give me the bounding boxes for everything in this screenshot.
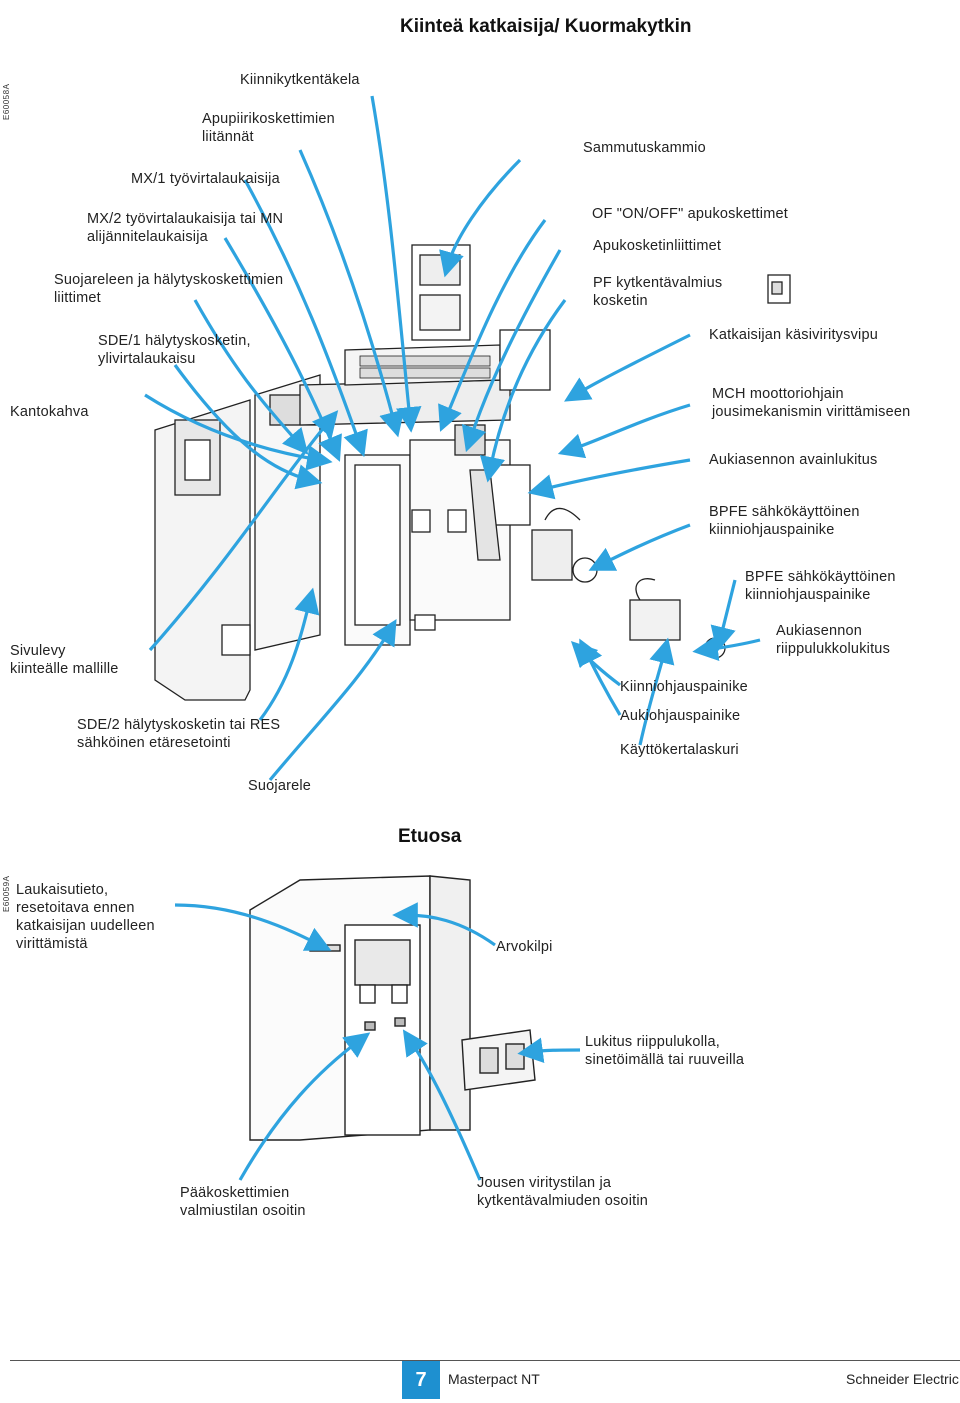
label-kantokahva: Kantokahva	[10, 404, 89, 420]
label-suojarele: Suojarele	[248, 778, 312, 794]
label-sde2: SDE/2 hälytyskosketin tai RES sähköinen …	[77, 717, 281, 751]
section-title-front: Etuosa	[398, 826, 462, 847]
label-sivulevy: Sivulevy kiinteälle mallille	[10, 643, 119, 677]
label-apupiirikoskettimien-liitannat: Apupiirikoskettimien liitännät	[202, 111, 335, 145]
label-jousen-viritystila: Jousen viritystilan ja kytkentävalmiuden…	[477, 1175, 649, 1209]
label-kayttokertalaskuri: Käyttökertalaskuri	[620, 742, 739, 758]
label-sammutuskammio: Sammutuskammio	[583, 140, 706, 156]
callout-arrows-bottom	[174, 902, 581, 1181]
label-kiinniohjauspainike: Kiinniohjauspainike	[620, 679, 748, 695]
label-mch-moottoriohjain: MCH moottoriohjain jousimekanismin virit…	[712, 386, 911, 420]
label-sde1: SDE/1 hälytyskosketin, ylivirtalaukaisu	[98, 333, 251, 367]
label-mx1: MX/1 työvirtalaukaisija	[131, 171, 280, 187]
breaker-body-top	[154, 244, 791, 701]
label-riippulukkolukitus: Aukiasennon riippulukkolukitus	[776, 623, 891, 657]
label-kasiviritysvipu: Katkaisijan käsiviritysvipu	[709, 327, 878, 343]
label-bpfe-1: BPFE sähkökäyttöinen kiinniohjauspainike	[709, 504, 860, 538]
breaker-front	[249, 875, 536, 1141]
label-suojareleen-liittimet: Suojareleen ja hälytyskoskettimien liitt…	[54, 272, 284, 306]
label-pf-kytkentavalmius: PF kytkentävalmius kosketin	[593, 275, 723, 309]
footer-divider	[10, 1360, 960, 1361]
label-arvokilpi: Arvokilpi	[496, 939, 553, 955]
label-laukaisutieto: Laukaisutieto, resetoitava ennen katkais…	[16, 882, 155, 952]
label-bpfe-2: BPFE sähkökäyttöinen kiinniohjauspainike	[745, 569, 896, 603]
callout-arrows-top	[144, 95, 761, 782]
label-of-apukoskettimet: OF "ON/OFF" apukoskettimet	[592, 206, 788, 222]
label-apukosketinliittimet: Apukosketinliittimet	[593, 238, 722, 254]
page-title: Kiinteä katkaisija/ Kuormakytkin	[400, 16, 692, 37]
footer-brand: Schneider Electric	[846, 1371, 959, 1387]
label-kiinnikytkentakela: Kiinnikytkentäkela	[240, 72, 360, 88]
label-aukiohjauspainike: Aukiohjauspainike	[620, 708, 741, 724]
footer-product: Masterpact NT	[448, 1371, 540, 1387]
label-paakoskettimien-osoitin: Pääkoskettimien valmiustilan osoitin	[180, 1185, 306, 1219]
label-mx2: MX/2 työvirtalaukaisija tai MN alijännit…	[87, 211, 284, 245]
label-lukitus: Lukitus riippulukolla, sinetöimällä tai …	[585, 1034, 745, 1068]
label-avainlukitus: Aukiasennon avainlukitus	[709, 452, 878, 468]
page-number: 7	[402, 1361, 440, 1399]
